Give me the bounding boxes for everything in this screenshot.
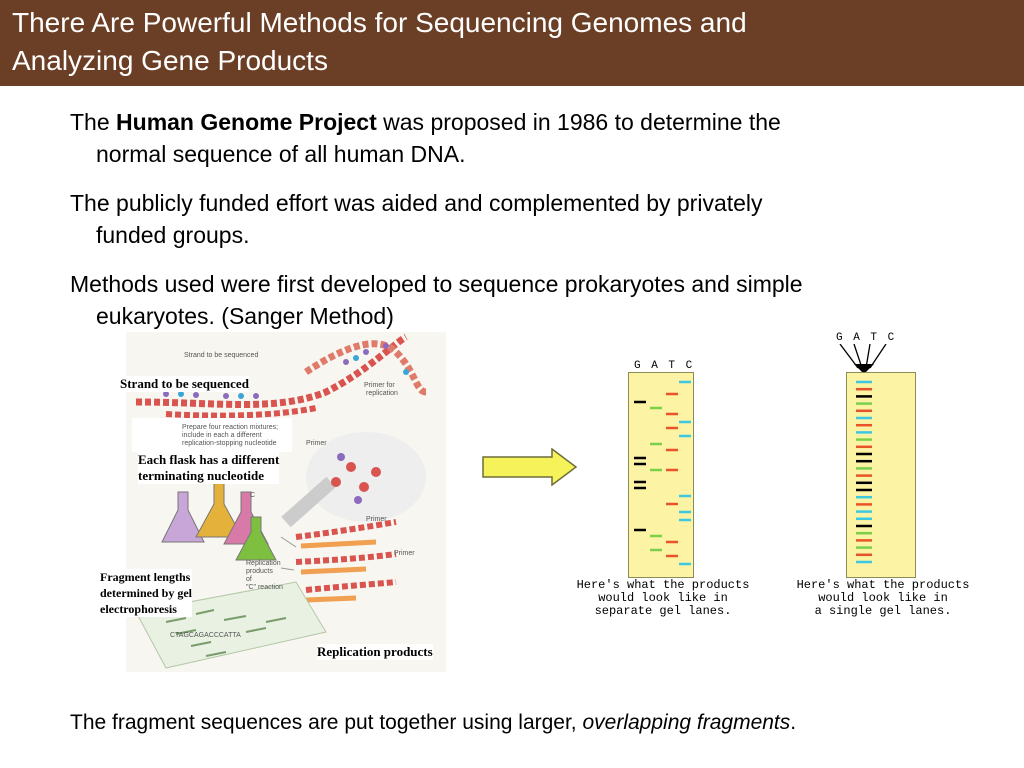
- funnel-arrows-icon: [839, 344, 887, 374]
- tiny-strand-top: Strand to be sequenced: [184, 352, 259, 359]
- bullet-2: The publicly funded effort was aided and…: [70, 187, 1000, 251]
- label-fragment-line-2: determined by gel: [100, 586, 192, 600]
- footer-text: The fragment sequences are put together …: [70, 708, 796, 738]
- bullet-3-cont: eukaryotes. (Sanger Method): [96, 303, 394, 329]
- tiny-flask-c: C: [250, 492, 256, 499]
- caption-left-line-2: would look like in: [598, 591, 728, 605]
- caption-left-line-3: separate gel lanes.: [594, 604, 732, 618]
- label-flask: Each flask has a different terminating n…: [138, 452, 280, 484]
- caption-separate-lanes: Here's what the products would look like…: [566, 579, 760, 618]
- tiny-prepare-2: include in each a different: [182, 432, 262, 439]
- label-fragment: Fragment lengths determined by gel elect…: [100, 569, 192, 617]
- tiny-primer-c: Primer: [394, 550, 415, 557]
- label-flask-line-2: terminating nucleotide: [138, 468, 265, 483]
- tiny-prepare-1: Prepare four reaction mixtures;: [182, 424, 279, 431]
- bullet-1-post: was proposed in 1986 to determine the: [376, 109, 781, 135]
- bullet-list: The Human Genome Project was proposed in…: [70, 106, 1000, 349]
- gel-right-lane-letters: G A T C: [836, 332, 897, 344]
- sanger-method-illustration: Strand to be sequenced Primer for replic…: [96, 332, 476, 672]
- footer-italic: overlapping fragments: [582, 711, 791, 734]
- caption-right-line-3: a single gel lanes.: [814, 604, 952, 618]
- tiny-primer-b: Primer: [366, 516, 387, 523]
- label-fragment-line-1: Fragment lengths: [100, 570, 191, 584]
- bullet-3-line: Methods used were first developed to seq…: [70, 271, 803, 297]
- caption-single-lane: Here's what the products would look like…: [786, 579, 980, 618]
- caption-right-line-1: Here's what the products: [796, 578, 970, 592]
- slide-title-line-1: There Are Powerful Methods for Sequencin…: [12, 7, 747, 38]
- right-arrow-icon: [482, 448, 578, 486]
- tiny-replication: replication: [366, 390, 398, 397]
- gel-single-lane: [846, 372, 916, 578]
- tiny-primer-a: Primer: [306, 440, 327, 447]
- bullet-3: Methods used were first developed to seq…: [70, 268, 1000, 332]
- slide-title-bar: There Are Powerful Methods for Sequencin…: [0, 0, 1024, 86]
- tiny-repl-3: of: [246, 576, 252, 583]
- bullet-2-cont: funded groups.: [96, 222, 250, 248]
- label-flask-line-1: Each flask has a different: [138, 452, 280, 467]
- slide-title-line-2: Analyzing Gene Products: [12, 45, 328, 76]
- bullet-1-cont: normal sequence of all human DNA.: [96, 141, 466, 167]
- bullet-1-pre: The: [70, 109, 117, 135]
- label-strand-to-be-sequenced: Strand to be sequenced: [120, 376, 249, 392]
- bullet-2-line: The publicly funded effort was aided and…: [70, 190, 763, 216]
- tiny-repl-2: products: [246, 568, 273, 575]
- gel-separate-lanes: [628, 372, 694, 578]
- gel-left-lane-letters: G A T C: [634, 360, 695, 372]
- label-replication-products: Replication products: [317, 644, 433, 660]
- caption-left-line-1: Here's what the products: [576, 578, 750, 592]
- tiny-repl-1: Replication: [246, 560, 281, 567]
- tiny-gel-sequence: CTAGCAGACCCATTA: [170, 632, 241, 639]
- bullet-1: The Human Genome Project was proposed in…: [70, 106, 1000, 170]
- bullet-1-bold: Human Genome Project: [116, 109, 377, 135]
- caption-right-line-2: would look like in: [818, 591, 948, 605]
- footer-pre: The fragment sequences are put together …: [70, 711, 583, 734]
- tiny-repl-4: "C" reaction: [246, 584, 283, 591]
- footer-post: .: [790, 711, 797, 734]
- tiny-primer-for: Primer for: [364, 382, 395, 389]
- label-fragment-line-3: electrophoresis: [100, 602, 177, 616]
- tiny-prepare-3: replication-stopping nucleotide: [182, 440, 277, 447]
